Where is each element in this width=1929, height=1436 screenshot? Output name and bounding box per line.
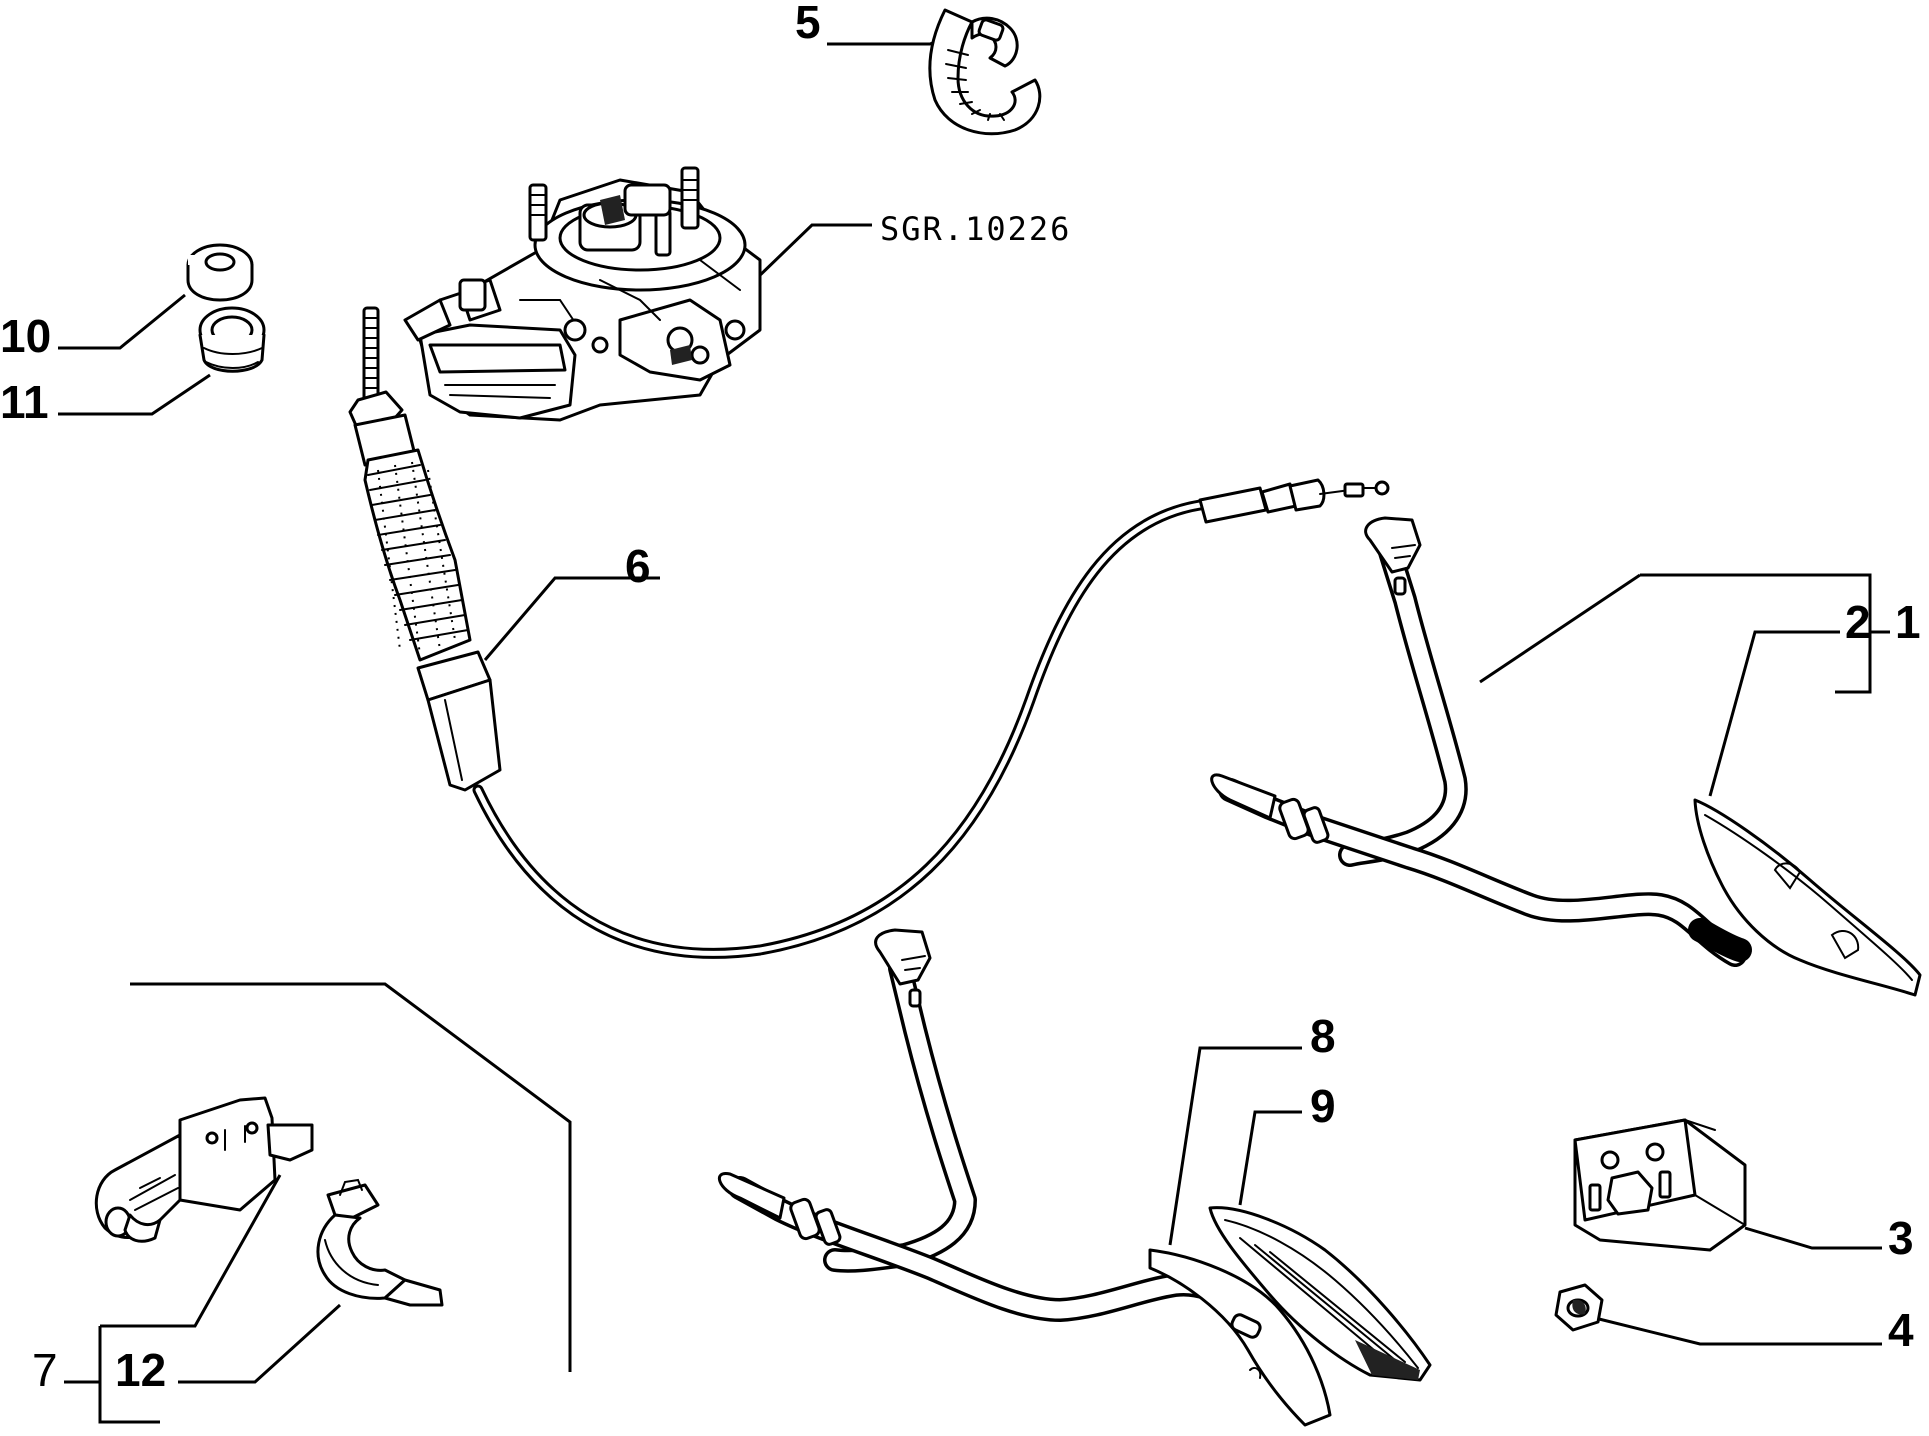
callout-10: 10 (0, 310, 51, 362)
reference-code: SGR.10226 (880, 210, 1071, 248)
callout-4: 4 (1888, 1304, 1914, 1356)
retaining-clip-part-10 (186, 243, 254, 302)
callout-6: 6 (625, 540, 651, 592)
grommet-part-11 (198, 306, 266, 373)
callout-5: 5 (795, 0, 821, 48)
carburetor (403, 166, 762, 422)
callout-2: 2 (1845, 596, 1871, 648)
bracket-part-7 (94, 1096, 314, 1243)
callout-7: 7 (32, 1344, 58, 1396)
accelerator-cable-part-6 (348, 306, 1390, 959)
callout-11: 11 (0, 376, 49, 428)
callout-9: 9 (1310, 1080, 1336, 1132)
callout-1: 1 (1895, 596, 1921, 648)
callout-3: 3 (1888, 1212, 1914, 1264)
accelerator-pedal-assembly-part-1 (1210, 516, 1922, 997)
hose-clamp-part-5 (928, 8, 1042, 136)
rubber-pad-part-3 (1573, 1118, 1747, 1252)
leader-lines (58, 36, 1890, 1424)
callout-12: 12 (115, 1344, 166, 1396)
accelerator-pedal-assembly-lower (717, 928, 1432, 1427)
callout-8: 8 (1310, 1010, 1336, 1062)
nut-part-4 (1554, 1283, 1604, 1332)
cable-clip-part-12 (316, 1178, 444, 1307)
